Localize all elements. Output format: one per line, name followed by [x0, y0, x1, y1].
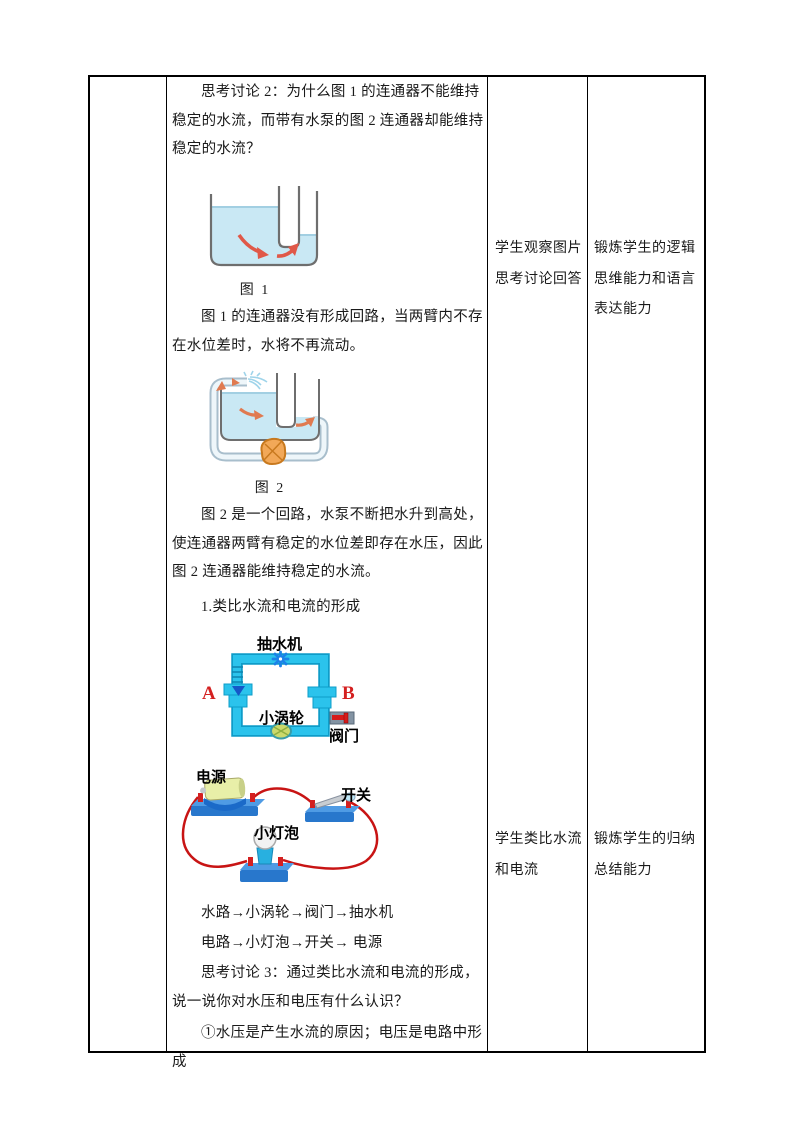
terminal-a-label: A	[202, 683, 216, 704]
analogy-line-electric: 电路→小灯泡→开关→ 电源	[201, 935, 383, 951]
design-intent-line: 锻炼学生的逻辑	[594, 241, 696, 256]
paragraph-discussion-3: 思考讨论 3：通过类比水流和电流的形成，说一说你对水压和电压有什么认识？	[172, 965, 479, 1010]
circuit-wires	[181, 787, 379, 870]
design-intent-line: 思维能力和语言	[594, 271, 696, 287]
container-b-icon	[307, 686, 337, 709]
figure1-water	[212, 206, 316, 264]
switch-label: 开关	[341, 787, 372, 804]
student-activity-line: 和电流	[495, 862, 539, 878]
bulb-label: 小灯泡	[254, 825, 300, 842]
table-column-divider-2	[487, 76, 488, 1052]
student-activity-line: 学生类比水流	[495, 832, 582, 847]
paragraph-point-1: ①水压是产生水流的原因；电压是电路中形成	[172, 1025, 483, 1070]
switch-icon	[305, 792, 360, 822]
design-intent-line: 表达能力	[594, 302, 652, 317]
turbine-icon	[270, 722, 292, 740]
figure2-connected-vessel-pump-image	[209, 370, 329, 466]
student-activity-block-2: 学生类比水流 和电流	[495, 825, 583, 886]
student-activity-line: 学生观察图片	[495, 241, 582, 256]
figure2-water	[222, 392, 318, 439]
design-intent-line: 总结能力	[594, 862, 652, 878]
design-intent-line: 锻炼学生的归纳	[594, 832, 696, 847]
valve-label: 阀门	[329, 728, 360, 745]
student-activity-line: 思考讨论回答	[495, 271, 582, 287]
paragraph-figure1-explanation: 图 1 的连通器没有形成回路，当两臂内不存在水位差时，水将不再流动。	[172, 309, 483, 354]
battery-label: 电源	[196, 769, 227, 786]
electric-circuit-diagram	[181, 777, 379, 882]
figure2-pump	[260, 437, 287, 466]
water-pump-icon	[271, 650, 290, 668]
table-column-divider-3	[587, 76, 588, 1052]
design-intent-block-2: 锻炼学生的归纳 总结能力	[594, 825, 696, 886]
figure1-flow-arrows	[237, 233, 299, 259]
bulb-icon	[240, 826, 294, 882]
figure2-flow-arrows	[216, 378, 315, 427]
table-border	[88, 75, 706, 1053]
table-column-divider-1	[166, 76, 167, 1052]
figure2-water-spray	[243, 370, 268, 390]
heading-analogy: 1.类比水流和电流的形成	[201, 599, 361, 615]
figure1-caption: 图 1	[239, 283, 271, 298]
container-a-icon	[223, 683, 253, 708]
terminal-b-label: B	[342, 683, 355, 704]
design-intent-block-1: 锻炼学生的逻辑 思维能力和语言 表达能力	[594, 234, 696, 326]
paragraph-figure2-explanation: 图 2 是一个回路，水泵不断把水升到高处，使连通器两臂有稳定的水位差即存在水压，…	[172, 507, 483, 580]
student-activity-block-1: 学生观察图片 思考讨论回答	[495, 234, 583, 295]
battery-icon	[191, 777, 265, 816]
water-pump-label: 抽水机	[257, 636, 303, 653]
valve-icon	[329, 711, 355, 725]
water-circuit-diagram	[223, 650, 355, 740]
figure2-caption: 图 2	[254, 481, 286, 496]
turbine-label: 小涡轮	[259, 710, 305, 727]
figure1-connected-vessel-image	[209, 186, 319, 267]
analogy-line-water: 水路→小涡轮→阀门→抽水机	[201, 905, 394, 921]
paragraph-discussion-2: 思考讨论 2：为什么图 1 的连通器不能维持稳定的水流，而带有水泵的图 2 连通…	[172, 84, 484, 157]
